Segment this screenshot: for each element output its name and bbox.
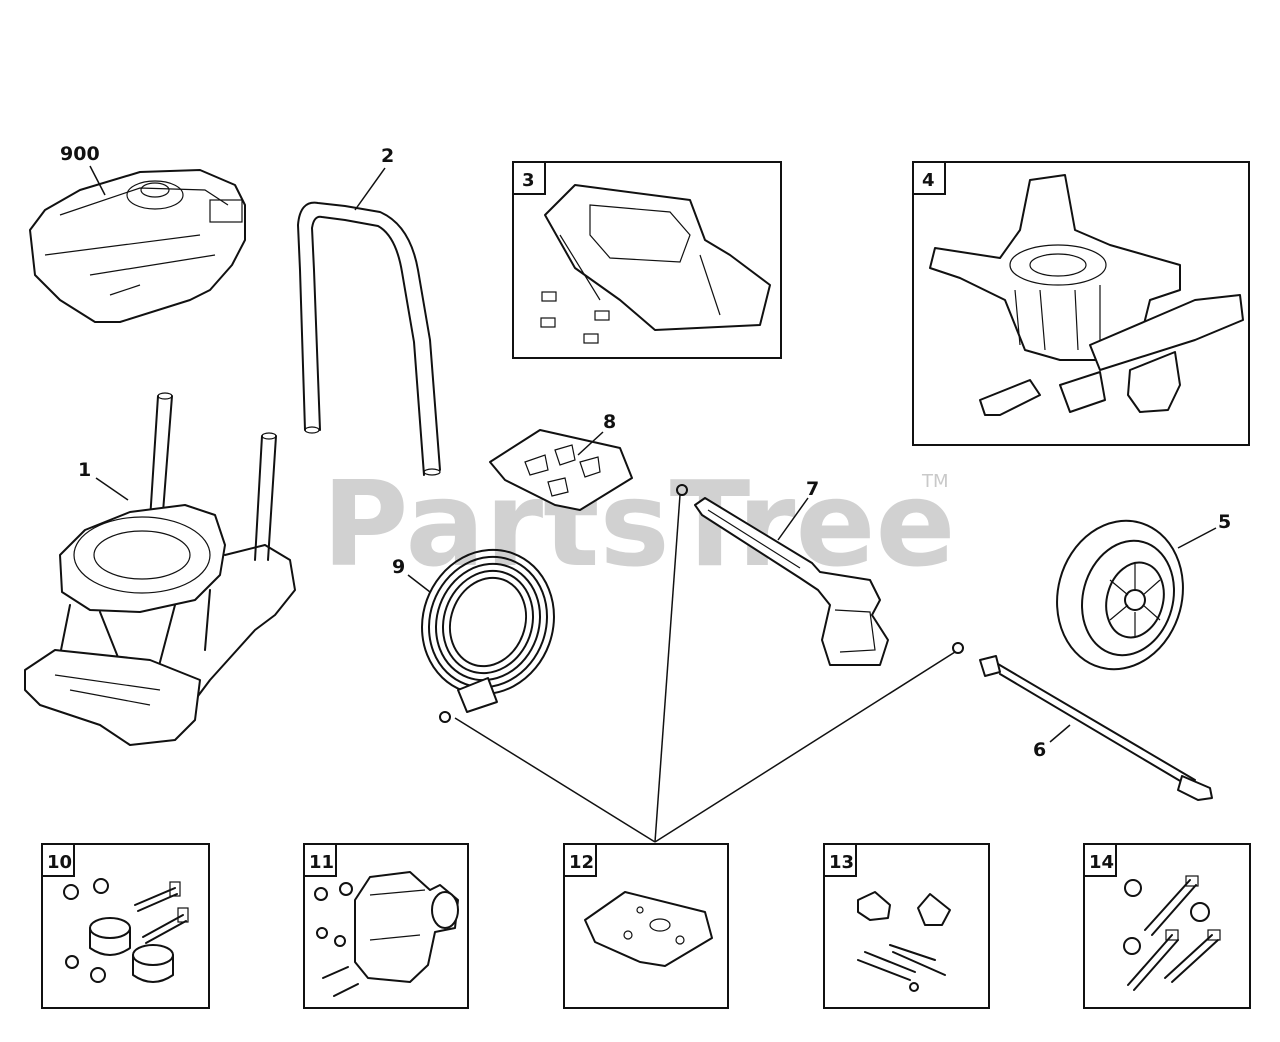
callout-wand: 6 xyxy=(1033,739,1046,761)
box-label-11: 11 xyxy=(309,852,334,873)
callout-engine: 900 xyxy=(60,143,100,165)
nozzle-kit-part[interactable] xyxy=(489,429,633,511)
callout-hose: 9 xyxy=(392,556,405,578)
box-14-bolt-kit[interactable] xyxy=(1083,843,1251,1009)
box-label-3: 3 xyxy=(522,170,535,191)
box-label-14: 14 xyxy=(1089,852,1114,873)
box-3-bracket-kit[interactable] xyxy=(512,161,782,359)
callout-handle: 2 xyxy=(381,145,394,167)
box-label-4: 4 xyxy=(922,170,935,191)
callout-nozzle-kit: 8 xyxy=(603,411,616,433)
leader-wand-to-12 xyxy=(654,651,956,843)
wand-part[interactable] xyxy=(952,642,1213,801)
box-11-tank-kit[interactable] xyxy=(303,843,469,1009)
engine-part[interactable] xyxy=(29,169,246,323)
leader-gun-to-12 xyxy=(654,494,681,843)
watermark-trademark: TM xyxy=(921,471,949,492)
hose-part[interactable] xyxy=(402,531,574,723)
box-4-pump[interactable] xyxy=(912,161,1250,446)
box-10-hardware-kit[interactable] xyxy=(41,843,210,1009)
callout-frame: 1 xyxy=(78,459,91,481)
callout-wheel: 5 xyxy=(1218,511,1231,533)
wheel-part[interactable] xyxy=(1041,507,1200,684)
spray-gun-part[interactable] xyxy=(676,484,889,666)
watermark-text: PartsTree xyxy=(322,455,956,593)
callout-spray-gun: 7 xyxy=(806,478,819,500)
frame-part[interactable] xyxy=(24,392,296,746)
box-12-oring-kit[interactable] xyxy=(563,843,729,1009)
box-label-10: 10 xyxy=(47,852,72,873)
box-13-knob-kit[interactable] xyxy=(823,843,990,1009)
handle-part[interactable] xyxy=(297,201,441,476)
box-label-13: 13 xyxy=(829,852,854,873)
box-label-12: 12 xyxy=(569,852,594,873)
leader-hose-to-12 xyxy=(454,717,656,843)
